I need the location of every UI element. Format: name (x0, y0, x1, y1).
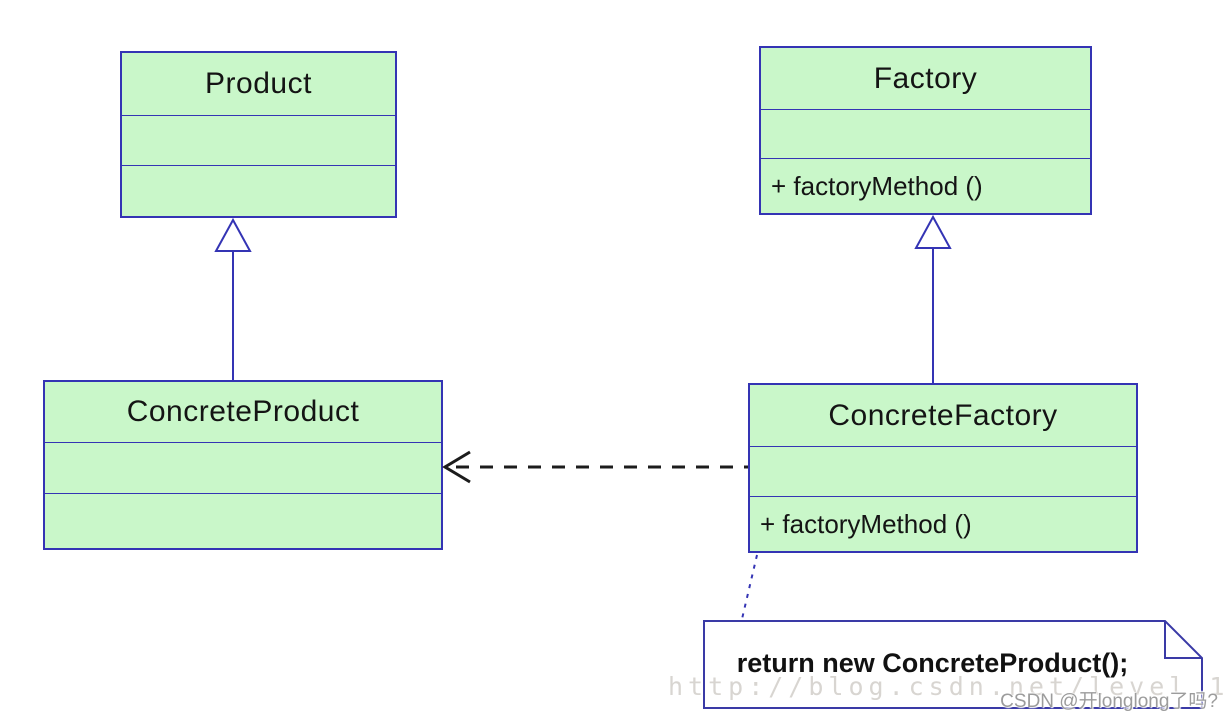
class-name-concrete-product: ConcreteProduct (126, 395, 360, 428)
class-name-product: Product (205, 67, 312, 100)
operations-compartment-product (122, 165, 395, 216)
generalization-concrete-factory-to-factory (914, 214, 952, 383)
class-box-product: Product (120, 51, 397, 218)
note-shape (703, 620, 1203, 709)
open-arrowhead (442, 450, 471, 484)
hollow-triangle-arrowhead (214, 217, 252, 252)
operation-factory-method: + factoryMethod () (761, 158, 1090, 213)
class-box-factory: Factory + factoryMethod () (759, 46, 1092, 215)
uml-note: return new ConcreteProduct(); (703, 620, 1204, 710)
generalization-concrete-product-to-product (214, 217, 252, 380)
attributes-compartment-product (122, 115, 395, 165)
dependency-concrete-factory-to-concrete-product (442, 450, 748, 484)
note-fold-corner (1164, 621, 1202, 659)
attributes-compartment-factory (761, 109, 1090, 158)
note-text: return new ConcreteProduct(); (736, 647, 1129, 678)
operations-compartment-concrete-product (45, 493, 441, 548)
class-box-concrete-factory: ConcreteFactory + factoryMethod () (748, 383, 1138, 553)
note-anchor-line (741, 554, 758, 620)
class-box-concrete-product: ConcreteProduct (43, 380, 443, 550)
class-name-concrete-factory: ConcreteFactory (828, 398, 1058, 432)
class-name-factory: Factory (873, 61, 978, 95)
hollow-triangle-arrowhead (914, 214, 952, 249)
attributes-compartment-concrete-product (45, 442, 441, 493)
note-outline (703, 620, 1203, 709)
operation-concrete-factory-method: + factoryMethod () (750, 496, 1136, 551)
attributes-compartment-concrete-factory (750, 446, 1136, 496)
